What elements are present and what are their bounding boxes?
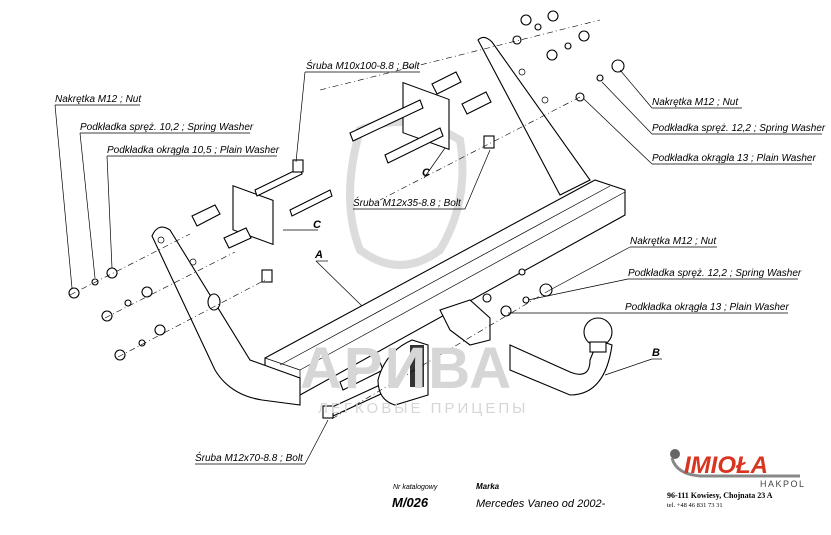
catalog-number: M/026 [392,495,429,510]
company-phone: tel. +48 46 831 73 31 [667,502,723,509]
label-left-nut: Nakrętka M12 ; Nut [55,94,142,105]
socket-plate [377,339,429,406]
mount-plate [439,299,491,346]
label-left-spring-washer: Podkładka spręż. 10,2 ; Spring Washer [80,122,254,133]
label-mid-right-plain-washer: Podkładka okrągła 13 ; Plain Washer [625,302,789,313]
label-bolt-m10x100: Śruba M10x100-8.8 ; Bolt [306,59,421,72]
label-top-right-plain-washer: Podkładka okrągła 13 ; Plain Washer [652,153,816,164]
company-address: 96-111 Kowiesy, Chojnata 23 A [667,491,773,500]
watermark-subtitle: ЛЕГКОВЫЕ ПРИЦЕПЫ [318,400,528,417]
watermark: АРИВА ЛЕГКОВЫЕ ПРИЦЕПЫ [300,336,528,417]
leader-lines [54,69,822,465]
label-top-right-nut: Nakrętka M12 ; Nut [652,97,739,108]
logo-subtext: HAKPOL [760,479,806,489]
logo-swoosh [670,457,800,478]
part-letter-b: B [652,347,660,359]
spacer-tubes [191,71,492,249]
brand-label: Marka [476,482,500,491]
label-mid-right-spring-washer: Podkładka spręż. 12,2 ; Spring Washer [628,268,802,279]
bolts [254,99,495,419]
right-bracket [477,36,591,196]
vehicle-model: Mercedes Vaneo od 2002- [476,498,606,510]
label-left-plain-washer: Podkładka okrągła 10,5 ; Plain Washer [107,145,280,156]
logo-text: IMIOŁA [684,452,768,479]
part-letter-a: A [314,249,323,261]
catalog-label: Nr katalogowy [393,484,438,491]
part-letter-c-right: C [422,167,431,179]
label-bolt-m12x70: Śruba M12x70-8.8 ; Bolt [195,451,304,464]
label-top-right-spring-washer: Podkładka spręż. 12,2 ; Spring Washer [652,123,826,134]
label-bolt-m12x35: Śruba M12x35-8.8 ; Bolt [353,196,462,209]
main-crossbar [264,179,626,396]
part-letter-c-left: C [313,219,322,231]
ball-coupling [509,317,613,396]
logo-ball-icon [670,449,680,459]
left-bracket [151,226,301,406]
company-logo: IMIOŁA HAKPOL [670,449,806,489]
watermark-brand: АРИВА [300,336,513,401]
label-mid-right-nut: Nakrętka M12 ; Nut [630,236,717,247]
center-lines [69,19,601,421]
